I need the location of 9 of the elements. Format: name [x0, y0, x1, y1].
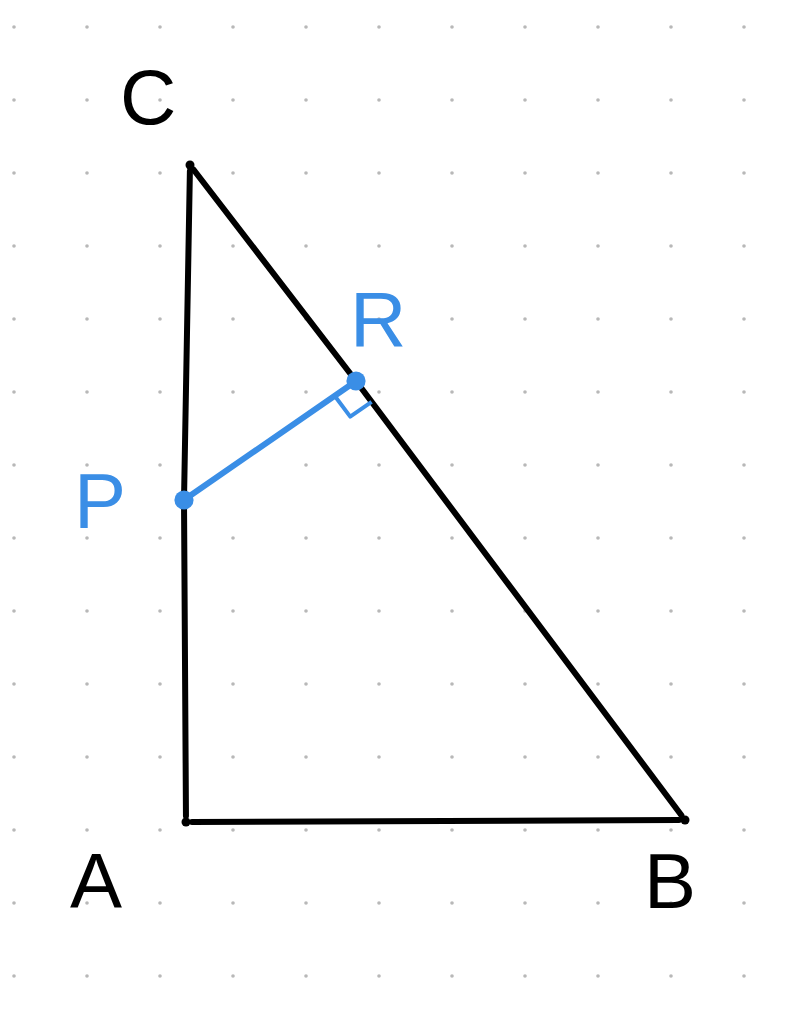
- triangle-side: [189, 817, 682, 825]
- point-label: P: [74, 462, 127, 540]
- point-label: B: [644, 842, 697, 920]
- point-label: R: [350, 280, 407, 358]
- vertex-point: [181, 817, 191, 827]
- point-label: C: [120, 58, 177, 136]
- vertex-point: [680, 815, 690, 825]
- vertex-point: [185, 160, 195, 170]
- point-label: A: [70, 842, 123, 920]
